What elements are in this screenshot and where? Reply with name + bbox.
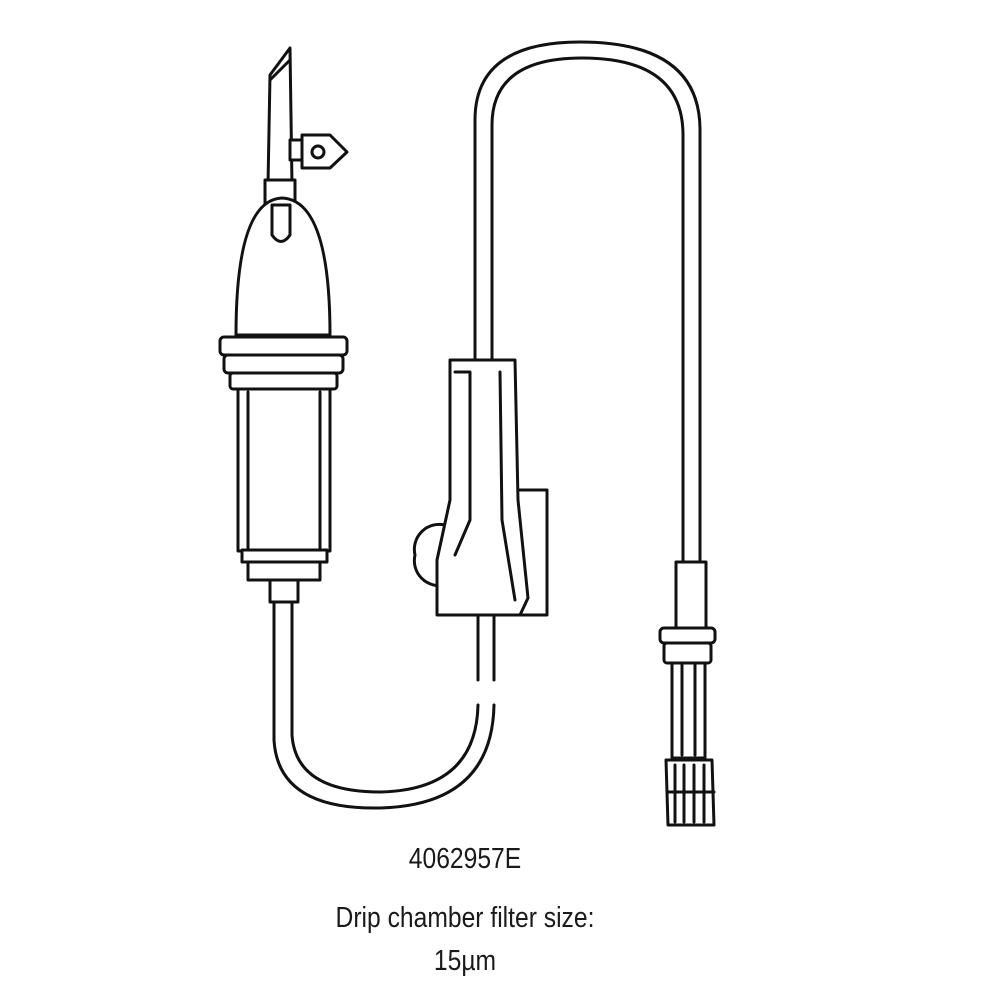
drip-chamber: [218, 196, 349, 604]
filter-size-value: 15µm: [433, 945, 497, 977]
spike: [263, 46, 349, 212]
upper-tubing: [473, 40, 702, 567]
luer-connector: [658, 560, 717, 827]
filter-size-label: Drip chamber filter size:: [335, 902, 595, 934]
roller-clamp: [412, 358, 549, 617]
product-code: 4062957E: [408, 843, 522, 875]
lower-tubing: [272, 598, 496, 810]
